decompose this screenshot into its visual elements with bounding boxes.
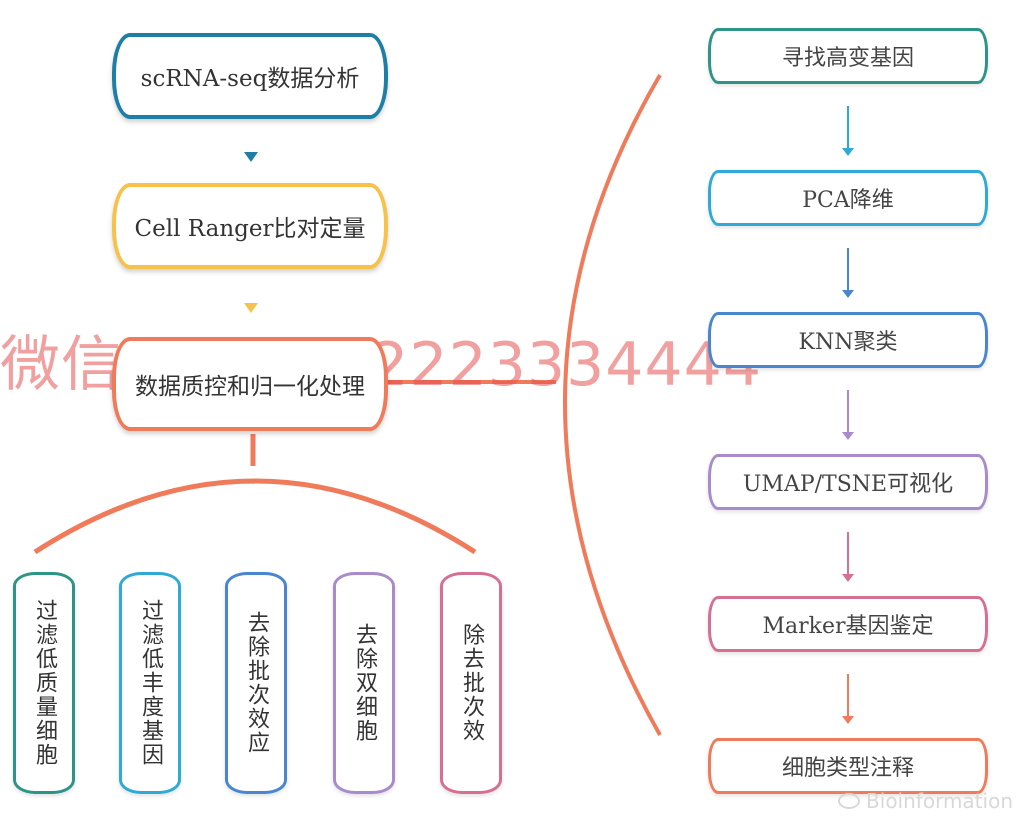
qc-step-node-label: 去除双细胞 — [352, 623, 377, 743]
flow-node-cellranger: Cell Ranger比对定量 — [112, 183, 388, 269]
pipeline-step-node: 寻找高变基因 — [708, 28, 988, 84]
pipeline-step-node: UMAP/TSNE可视化 — [708, 454, 988, 510]
qc-step-node: 过滤低丰度基因 — [119, 572, 181, 794]
pipeline-step-node: Marker基因鉴定 — [708, 596, 988, 652]
qc-step-node-label: 除去批次效 — [459, 623, 484, 743]
wechat-icon — [838, 793, 861, 809]
flow-node-analysis-label: scRNA-seq数据分析 — [140, 66, 360, 92]
pipeline-step-node: 细胞类型注释 — [708, 738, 988, 794]
qc-step-node-label: 过滤低丰度基因 — [138, 599, 163, 767]
qc-step-node-label: 过滤低质量细胞 — [32, 599, 57, 767]
qc-step-node: 除去批次效 — [440, 572, 502, 794]
pipeline-bracket-arc — [563, 73, 662, 736]
pipeline-arrows — [842, 106, 854, 724]
pipeline-step-node: KNN聚类 — [708, 312, 988, 368]
flow-node-cellranger-label: Cell Ranger比对定量 — [134, 216, 366, 242]
pipeline-step-node-label: PCA降维 — [802, 188, 894, 213]
pipeline-step-node-label: 寻找高变基因 — [781, 46, 914, 71]
footer-text: Bioinformation — [866, 789, 1013, 813]
arrow-analysis-to-cellranger — [244, 152, 258, 162]
pipeline-arrow-head — [842, 574, 854, 582]
qc-steps-bracket-arc — [33, 478, 477, 555]
footer-watermark: Bioinformation — [838, 789, 1013, 813]
qc-step-node: 过滤低质量细胞 — [13, 572, 75, 794]
arrow-cellranger-to-qc — [244, 303, 258, 313]
pipeline-arrow-head — [842, 432, 854, 440]
qc-step-node: 去除批次效应 — [225, 572, 287, 794]
pipeline-step-node-label: 细胞类型注释 — [781, 756, 914, 781]
pipeline-arrow-head — [842, 716, 854, 724]
flow-node-qc-label: 数据质控和归一化处理 — [135, 374, 365, 400]
pipeline-step-node-label: UMAP/TSNE可视化 — [742, 472, 954, 497]
pipeline-arrow-head — [842, 148, 854, 156]
qc-step-node: 去除双细胞 — [333, 572, 395, 794]
flow-node-qc: 数据质控和归一化处理 — [112, 337, 388, 431]
qc-step-node-label: 去除批次效应 — [244, 611, 269, 755]
flow-node-analysis: scRNA-seq数据分析 — [112, 33, 388, 119]
pipeline-step-node-label: KNN聚类 — [798, 330, 898, 355]
pipeline-arrow-head — [842, 290, 854, 298]
pipeline-step-node: PCA降维 — [708, 170, 988, 226]
pipeline-step-node-label: Marker基因鉴定 — [762, 614, 934, 639]
